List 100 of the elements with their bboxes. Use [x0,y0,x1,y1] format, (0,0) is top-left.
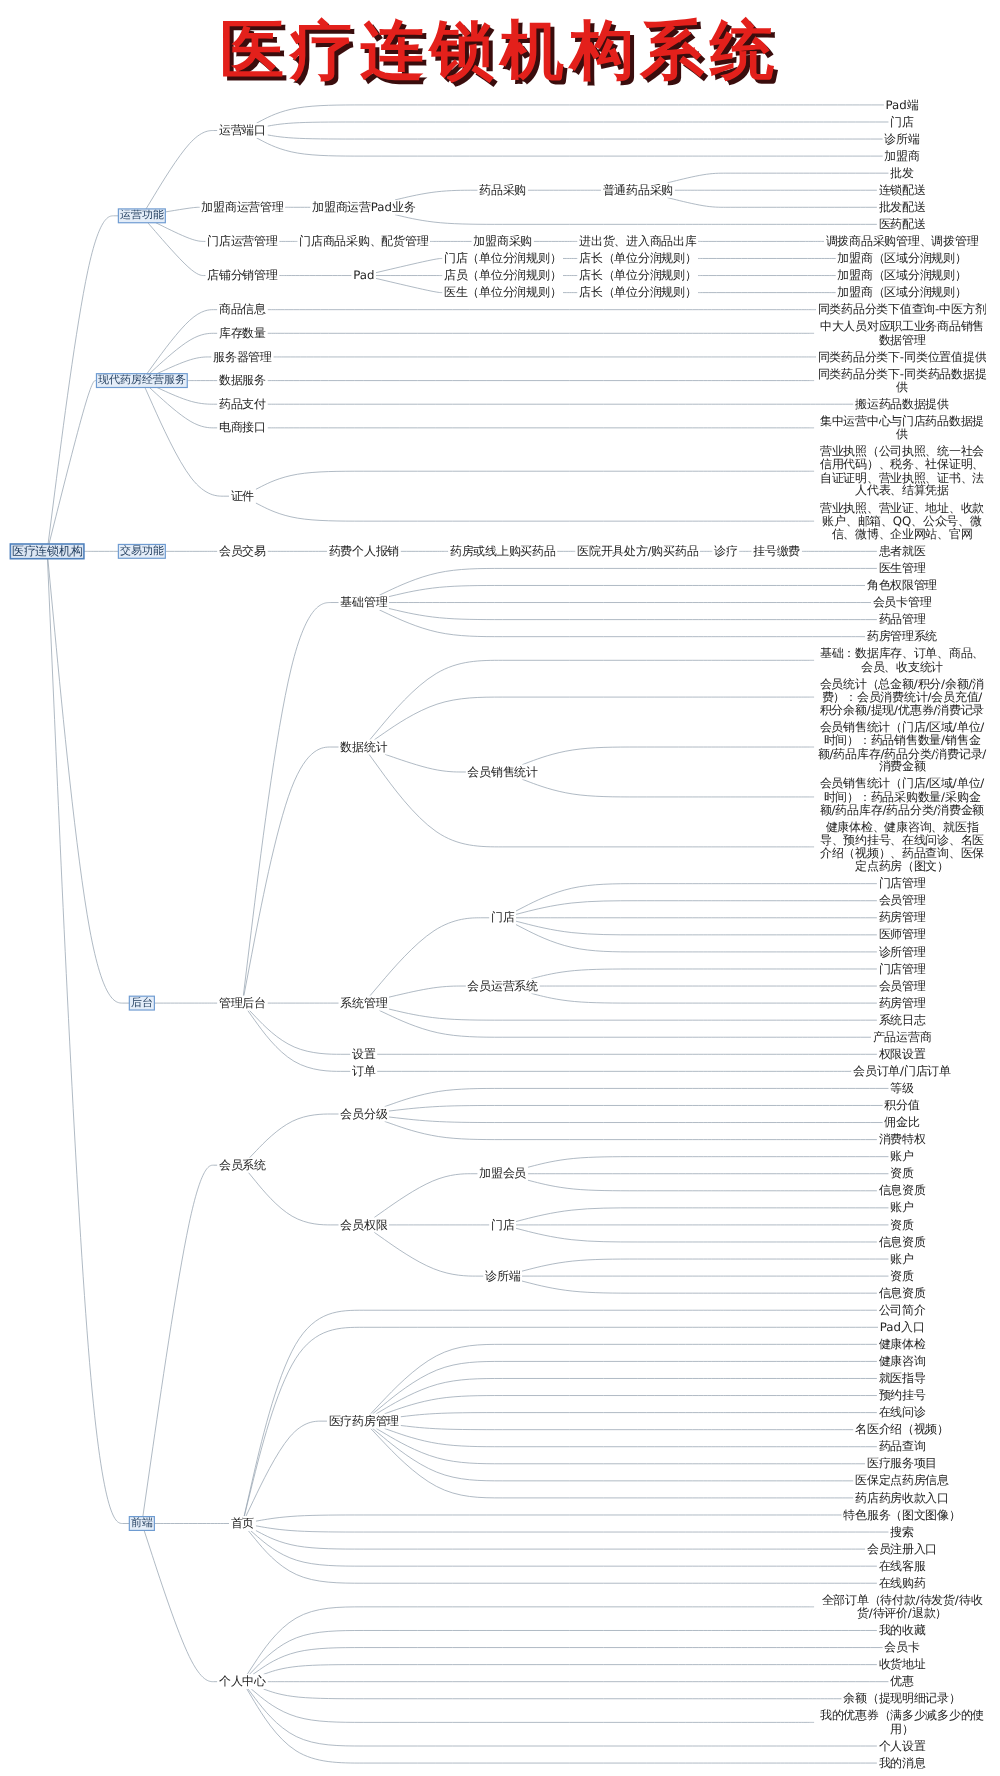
connector [267,427,815,429]
connector [252,1647,884,1675]
connector [515,1224,890,1226]
connector [515,920,878,936]
connector [246,1606,815,1675]
connector [154,1002,218,1004]
connector [249,1010,351,1055]
connector [375,258,443,274]
connector [379,1010,872,1038]
connector [738,550,753,552]
connector [429,241,473,242]
connector [142,1164,218,1517]
connector [527,1156,890,1168]
connector [255,1525,890,1533]
connector [249,1113,340,1159]
connector [674,189,878,191]
connector [263,1688,843,1700]
connector [697,241,825,242]
connector [388,608,878,620]
connector [255,1530,866,1550]
connector [388,602,872,603]
connector [48,380,97,545]
connector [47,215,119,545]
connector [400,1412,878,1418]
connector [155,222,207,242]
connector [527,1179,878,1192]
connector [375,278,443,293]
connector [247,1010,351,1072]
connector [278,275,352,276]
connector [376,1070,852,1072]
connector [388,1116,884,1123]
connector [388,1008,878,1021]
connector [666,197,878,208]
connector [562,275,578,276]
connector [284,206,311,208]
connector [515,924,878,953]
connector [384,1395,878,1415]
connector [255,1514,843,1522]
connector [515,917,878,919]
connector [697,275,837,276]
connector [379,609,866,638]
connector [272,356,817,358]
connector [267,309,817,311]
connector [562,292,578,293]
connector [515,1207,890,1222]
connector [388,1224,490,1226]
connector [255,470,815,490]
connector [515,900,878,915]
connector [144,387,230,497]
connector [248,1530,878,1584]
connector [263,1664,878,1675]
connector [388,985,467,998]
connector [384,1120,878,1140]
connector [369,659,815,741]
connector [249,1630,878,1675]
connector [394,189,479,201]
connector [156,387,218,405]
connector [278,241,298,242]
connector [267,1681,890,1683]
connector [533,241,578,242]
connector [801,550,878,552]
connector [699,550,713,552]
connector [388,585,866,598]
connector [372,1428,854,1482]
connector [47,558,130,1004]
connector [250,1530,878,1567]
connector [145,130,218,210]
connector [521,1275,890,1277]
connector [47,558,130,1524]
connector [164,206,201,213]
connector [154,1523,230,1524]
connector [556,550,576,552]
connector [255,502,815,522]
connector [242,602,340,997]
connector [243,746,340,997]
connector [186,380,218,381]
connector [245,1420,328,1517]
connector [149,332,218,375]
connector [666,172,890,184]
connector [697,292,837,293]
connector [400,1425,854,1431]
diagram-title: 医疗连锁机构系统 [220,12,780,88]
connector [521,1280,878,1294]
connector [149,387,218,429]
connector [379,568,878,596]
connector [267,332,815,334]
connector [697,258,837,259]
connector [146,309,218,375]
connector [368,754,815,848]
connector [370,1428,854,1499]
connector [527,1173,890,1175]
connector [531,968,878,980]
connector [267,134,884,140]
connector [375,275,443,276]
connector [370,1343,878,1415]
connector [267,550,328,552]
connector [515,883,878,912]
connector [373,1231,484,1277]
connector [384,1088,890,1108]
connector [372,1361,878,1415]
